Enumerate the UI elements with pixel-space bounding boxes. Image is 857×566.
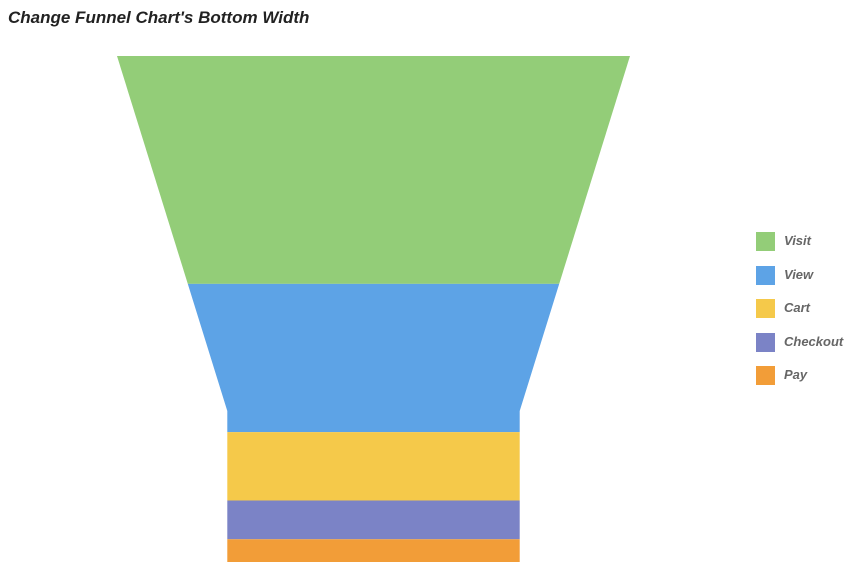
legend-item-visit[interactable]: Visit <box>756 232 856 251</box>
legend-swatch <box>756 299 775 318</box>
legend-label: Pay <box>784 367 808 382</box>
legend-item-view[interactable]: View <box>756 265 856 285</box>
legend-label: Checkout <box>784 333 844 349</box>
funnel-segment-pay[interactable] <box>227 539 520 562</box>
legend-swatch <box>756 232 775 251</box>
funnel-segments <box>117 56 630 562</box>
legend-swatch <box>756 366 775 385</box>
legend-label: Cart <box>784 300 811 315</box>
funnel-segment-visit[interactable] <box>117 56 630 284</box>
chart-title: Change Funnel Chart's Bottom Width <box>8 8 310 27</box>
legend-label: Visit <box>784 233 811 248</box>
legend-swatch <box>756 332 775 352</box>
legend-label: View <box>784 266 814 282</box>
legend-item-checkout[interactable]: Checkout <box>756 332 856 352</box>
legend-swatch <box>756 265 775 285</box>
legend-item-cart[interactable]: Cart <box>756 299 856 318</box>
funnel-segment-checkout[interactable] <box>227 500 520 540</box>
legend-item-pay[interactable]: Pay <box>756 366 856 385</box>
funnel-segment-cart[interactable] <box>227 432 520 501</box>
funnel-segment-view[interactable] <box>187 283 560 433</box>
